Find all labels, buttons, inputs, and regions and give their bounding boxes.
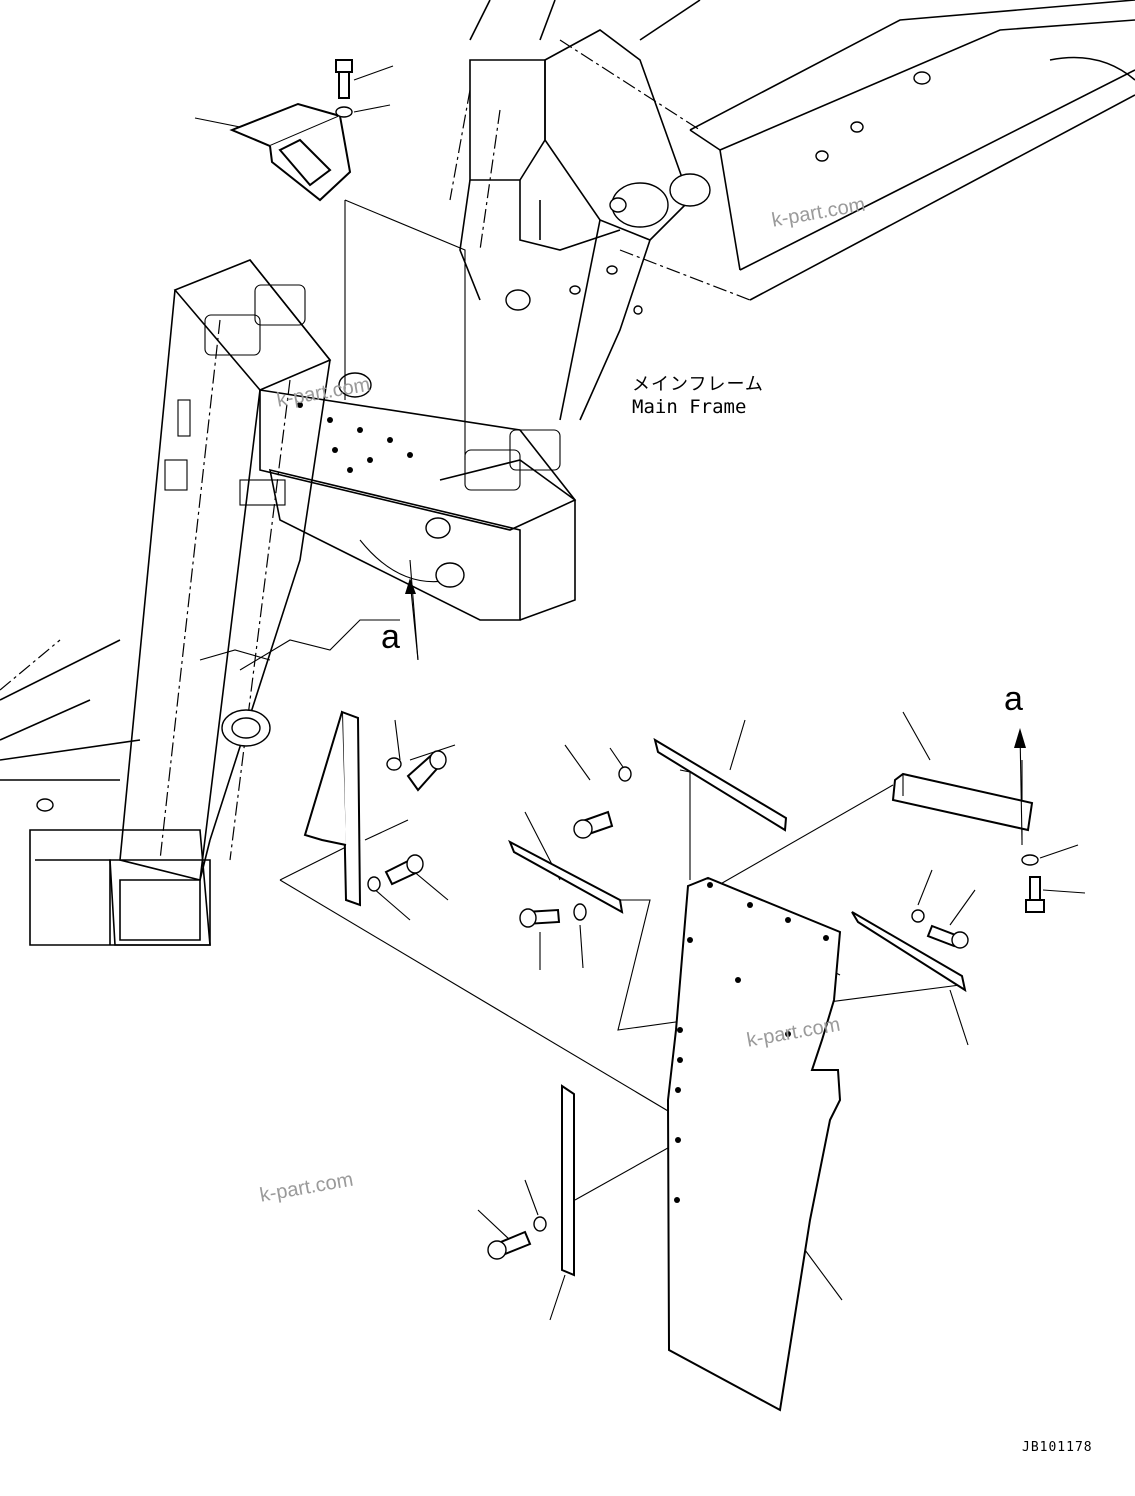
bracket-icon (561, 1084, 575, 1277)
bracket-icon (229, 102, 352, 202)
main-frame-label-english: Main Frame (632, 396, 747, 418)
washer-icon (618, 766, 632, 782)
view-marker-a: a (1004, 680, 1023, 718)
mud-flap-icon (666, 876, 842, 1412)
view-arrow-icon (1014, 728, 1026, 841)
washer-icon (1021, 854, 1039, 866)
washer-icon (573, 903, 587, 921)
bolt-icon (1025, 876, 1045, 913)
bracket-icon (851, 911, 967, 993)
bracket-icon (508, 839, 624, 914)
bolt-icon (384, 854, 424, 886)
bolt-icon (573, 810, 614, 839)
bracket-icon (653, 737, 788, 832)
bracket-icon (891, 772, 1034, 832)
bolt-icon (926, 924, 969, 949)
drawing-code: JB101178 (1022, 1440, 1093, 1455)
washer-icon (386, 757, 402, 771)
main-frame-label-japanese: メインフレーム (632, 374, 764, 395)
washer-icon (335, 106, 353, 118)
bolt-icon (406, 750, 447, 792)
washer-icon (533, 1216, 547, 1232)
bolt-icon (519, 908, 561, 928)
bolt-icon (335, 59, 353, 99)
view-marker-a: a (381, 618, 400, 656)
washer-icon (367, 876, 381, 892)
bolt-icon (487, 1230, 532, 1260)
washer-icon (911, 909, 925, 923)
main-frame-drawing (449, 0, 1135, 421)
loader-arm-drawing (0, 259, 577, 946)
view-arrow-icon (405, 578, 419, 661)
bracket-icon (303, 710, 362, 907)
leader-lines (194, 65, 1086, 1321)
